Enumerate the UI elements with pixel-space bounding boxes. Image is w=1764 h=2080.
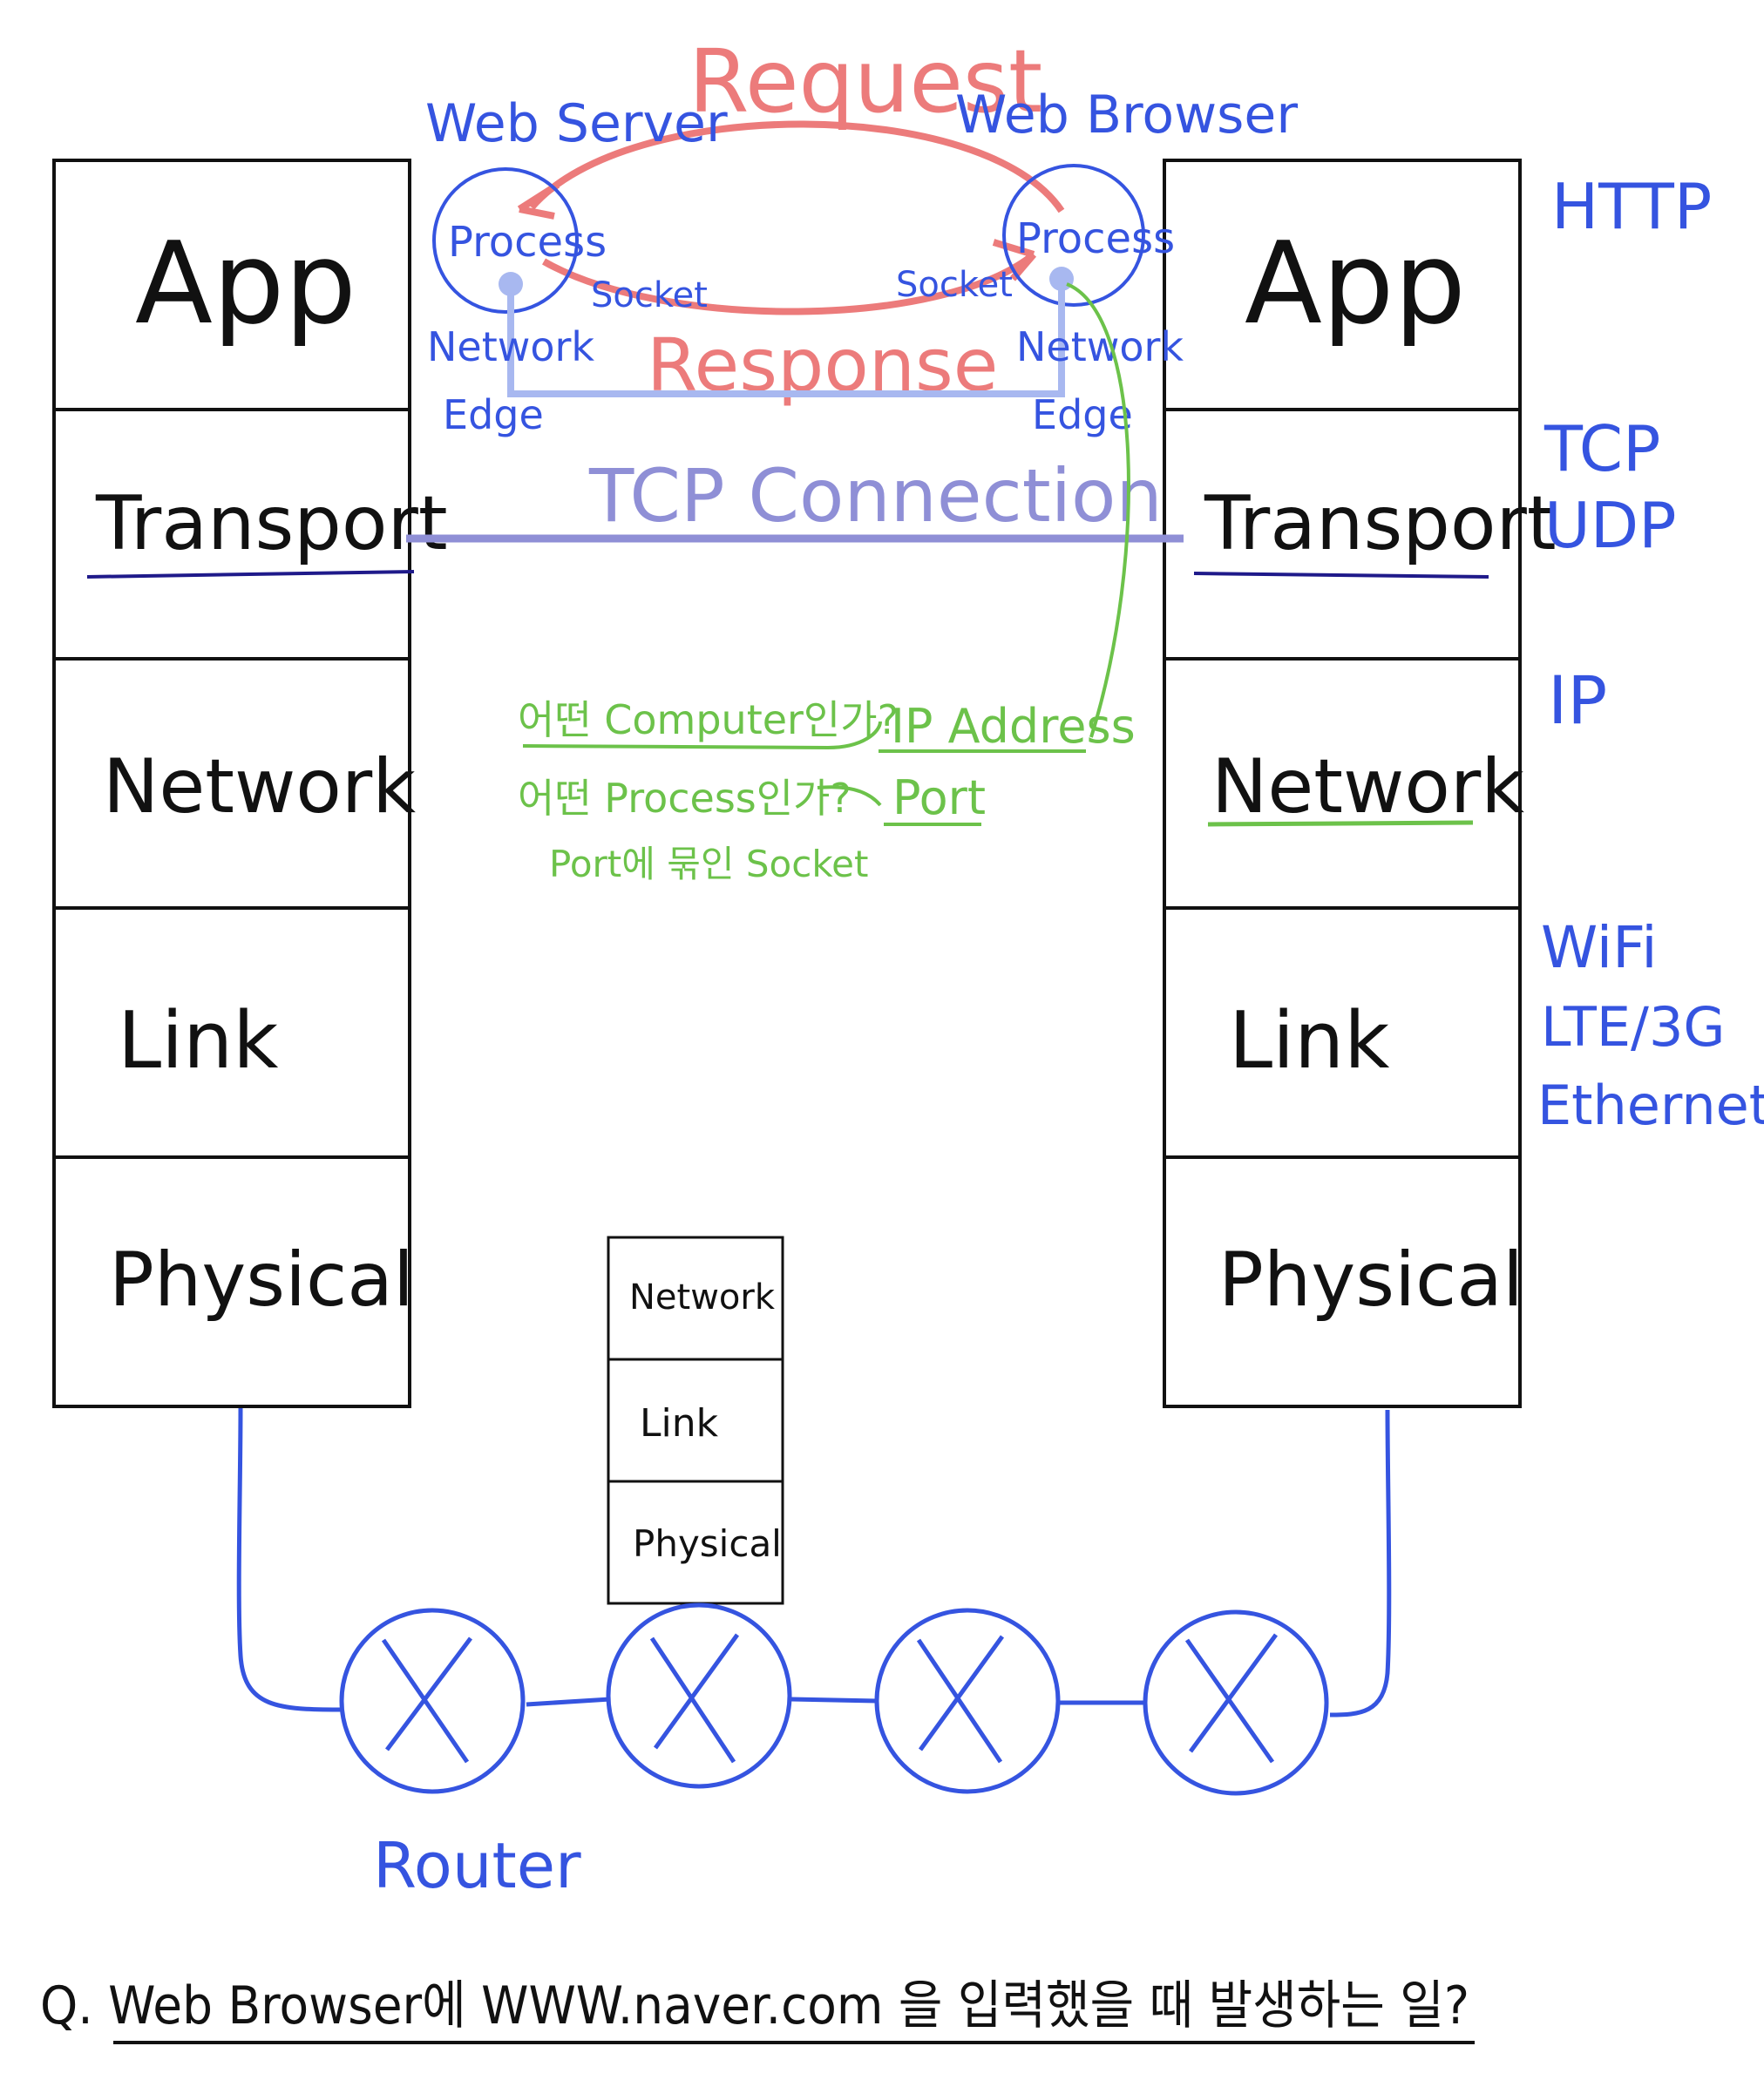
note-connectors bbox=[522, 721, 1086, 826]
web-browser-label: Web Browser bbox=[955, 85, 1298, 146]
router-layer-link: Link bbox=[640, 1401, 719, 1446]
right-network-underline bbox=[1207, 820, 1474, 827]
process-left-label: Process bbox=[448, 218, 607, 267]
question-text: Q. Web Browser에 WWW.naver.com 을 입력했을 때 발… bbox=[40, 1975, 1469, 2036]
left-layer-physical: Physical bbox=[109, 1236, 414, 1324]
edge-left-line1: Network bbox=[427, 323, 594, 370]
tcp-connection-label: TCP Connection bbox=[588, 453, 1163, 539]
router-label: Router bbox=[373, 1829, 581, 1902]
socket-to-ip-pointer bbox=[1066, 282, 1130, 738]
right-layer-app: App bbox=[1245, 217, 1466, 349]
left-transport-underline bbox=[86, 570, 415, 579]
routers bbox=[339, 1602, 1329, 1796]
router-layer-network: Network bbox=[629, 1277, 776, 1318]
protocol-ip: IP bbox=[1548, 661, 1607, 739]
request-label: Request bbox=[689, 30, 1042, 132]
right-protocol-stack bbox=[1163, 159, 1522, 1408]
edge-right-line2: Edge bbox=[1032, 391, 1133, 438]
left-layer-app: App bbox=[135, 217, 356, 349]
process-circle-left bbox=[432, 167, 579, 314]
protocol-wifi: WiFi bbox=[1541, 914, 1658, 981]
protocol-ethernet: Ethernet bbox=[1537, 1074, 1764, 1137]
web-server-label: Web Server bbox=[425, 93, 728, 154]
left-protocol-stack bbox=[52, 159, 411, 1408]
left-layer-link: Link bbox=[118, 995, 278, 1087]
protocol-udp: UDP bbox=[1544, 489, 1677, 562]
response-arc bbox=[542, 251, 1036, 315]
left-physical-link bbox=[236, 1407, 343, 1712]
router-layer-physical: Physical bbox=[633, 1522, 782, 1565]
right-physical-link bbox=[1329, 1409, 1392, 1718]
protocol-http: HTTP bbox=[1551, 170, 1712, 243]
socket-right-label: Socket bbox=[896, 265, 1013, 305]
left-layer-box-physical bbox=[52, 1155, 411, 1408]
note-port: Port bbox=[892, 770, 986, 825]
right-layer-physical: Physical bbox=[1218, 1236, 1523, 1324]
protocol-lte: LTE/3G bbox=[1541, 995, 1725, 1059]
router-x-icon bbox=[1143, 1609, 1329, 1796]
right-layer-link: Link bbox=[1229, 995, 1389, 1087]
request-arrowhead bbox=[517, 181, 560, 220]
note-which-process: 어떤 Process인가? bbox=[518, 775, 851, 822]
network-edge-line bbox=[507, 284, 1065, 397]
right-layer-transport: Transport bbox=[1204, 480, 1557, 567]
request-arc bbox=[528, 120, 1065, 213]
note-ip-address: IP Address bbox=[891, 699, 1136, 754]
note-which-computer: 어떤 Computer인가? bbox=[518, 696, 899, 743]
left-layer-transport: Transport bbox=[95, 480, 448, 567]
socket-left-label: Socket bbox=[591, 275, 708, 315]
right-layer-box-physical bbox=[1163, 1155, 1522, 1408]
right-layer-network: Network bbox=[1211, 743, 1524, 830]
process-circle-right bbox=[1002, 164, 1145, 307]
right-transport-underline bbox=[1193, 572, 1489, 579]
note-port-socket: Port에 묶인 Socket bbox=[549, 843, 868, 885]
router-x-icon bbox=[874, 1608, 1061, 1794]
router-x-icon bbox=[606, 1602, 792, 1789]
protocol-tcp: TCP bbox=[1544, 412, 1660, 485]
router-x-icon bbox=[339, 1608, 526, 1794]
edge-left-line2: Edge bbox=[443, 391, 544, 438]
socket-dot-icon bbox=[499, 272, 523, 296]
edge-right-line1: Network bbox=[1016, 323, 1184, 370]
process-right-label: Process bbox=[1016, 214, 1175, 263]
left-layer-network: Network bbox=[103, 743, 416, 830]
